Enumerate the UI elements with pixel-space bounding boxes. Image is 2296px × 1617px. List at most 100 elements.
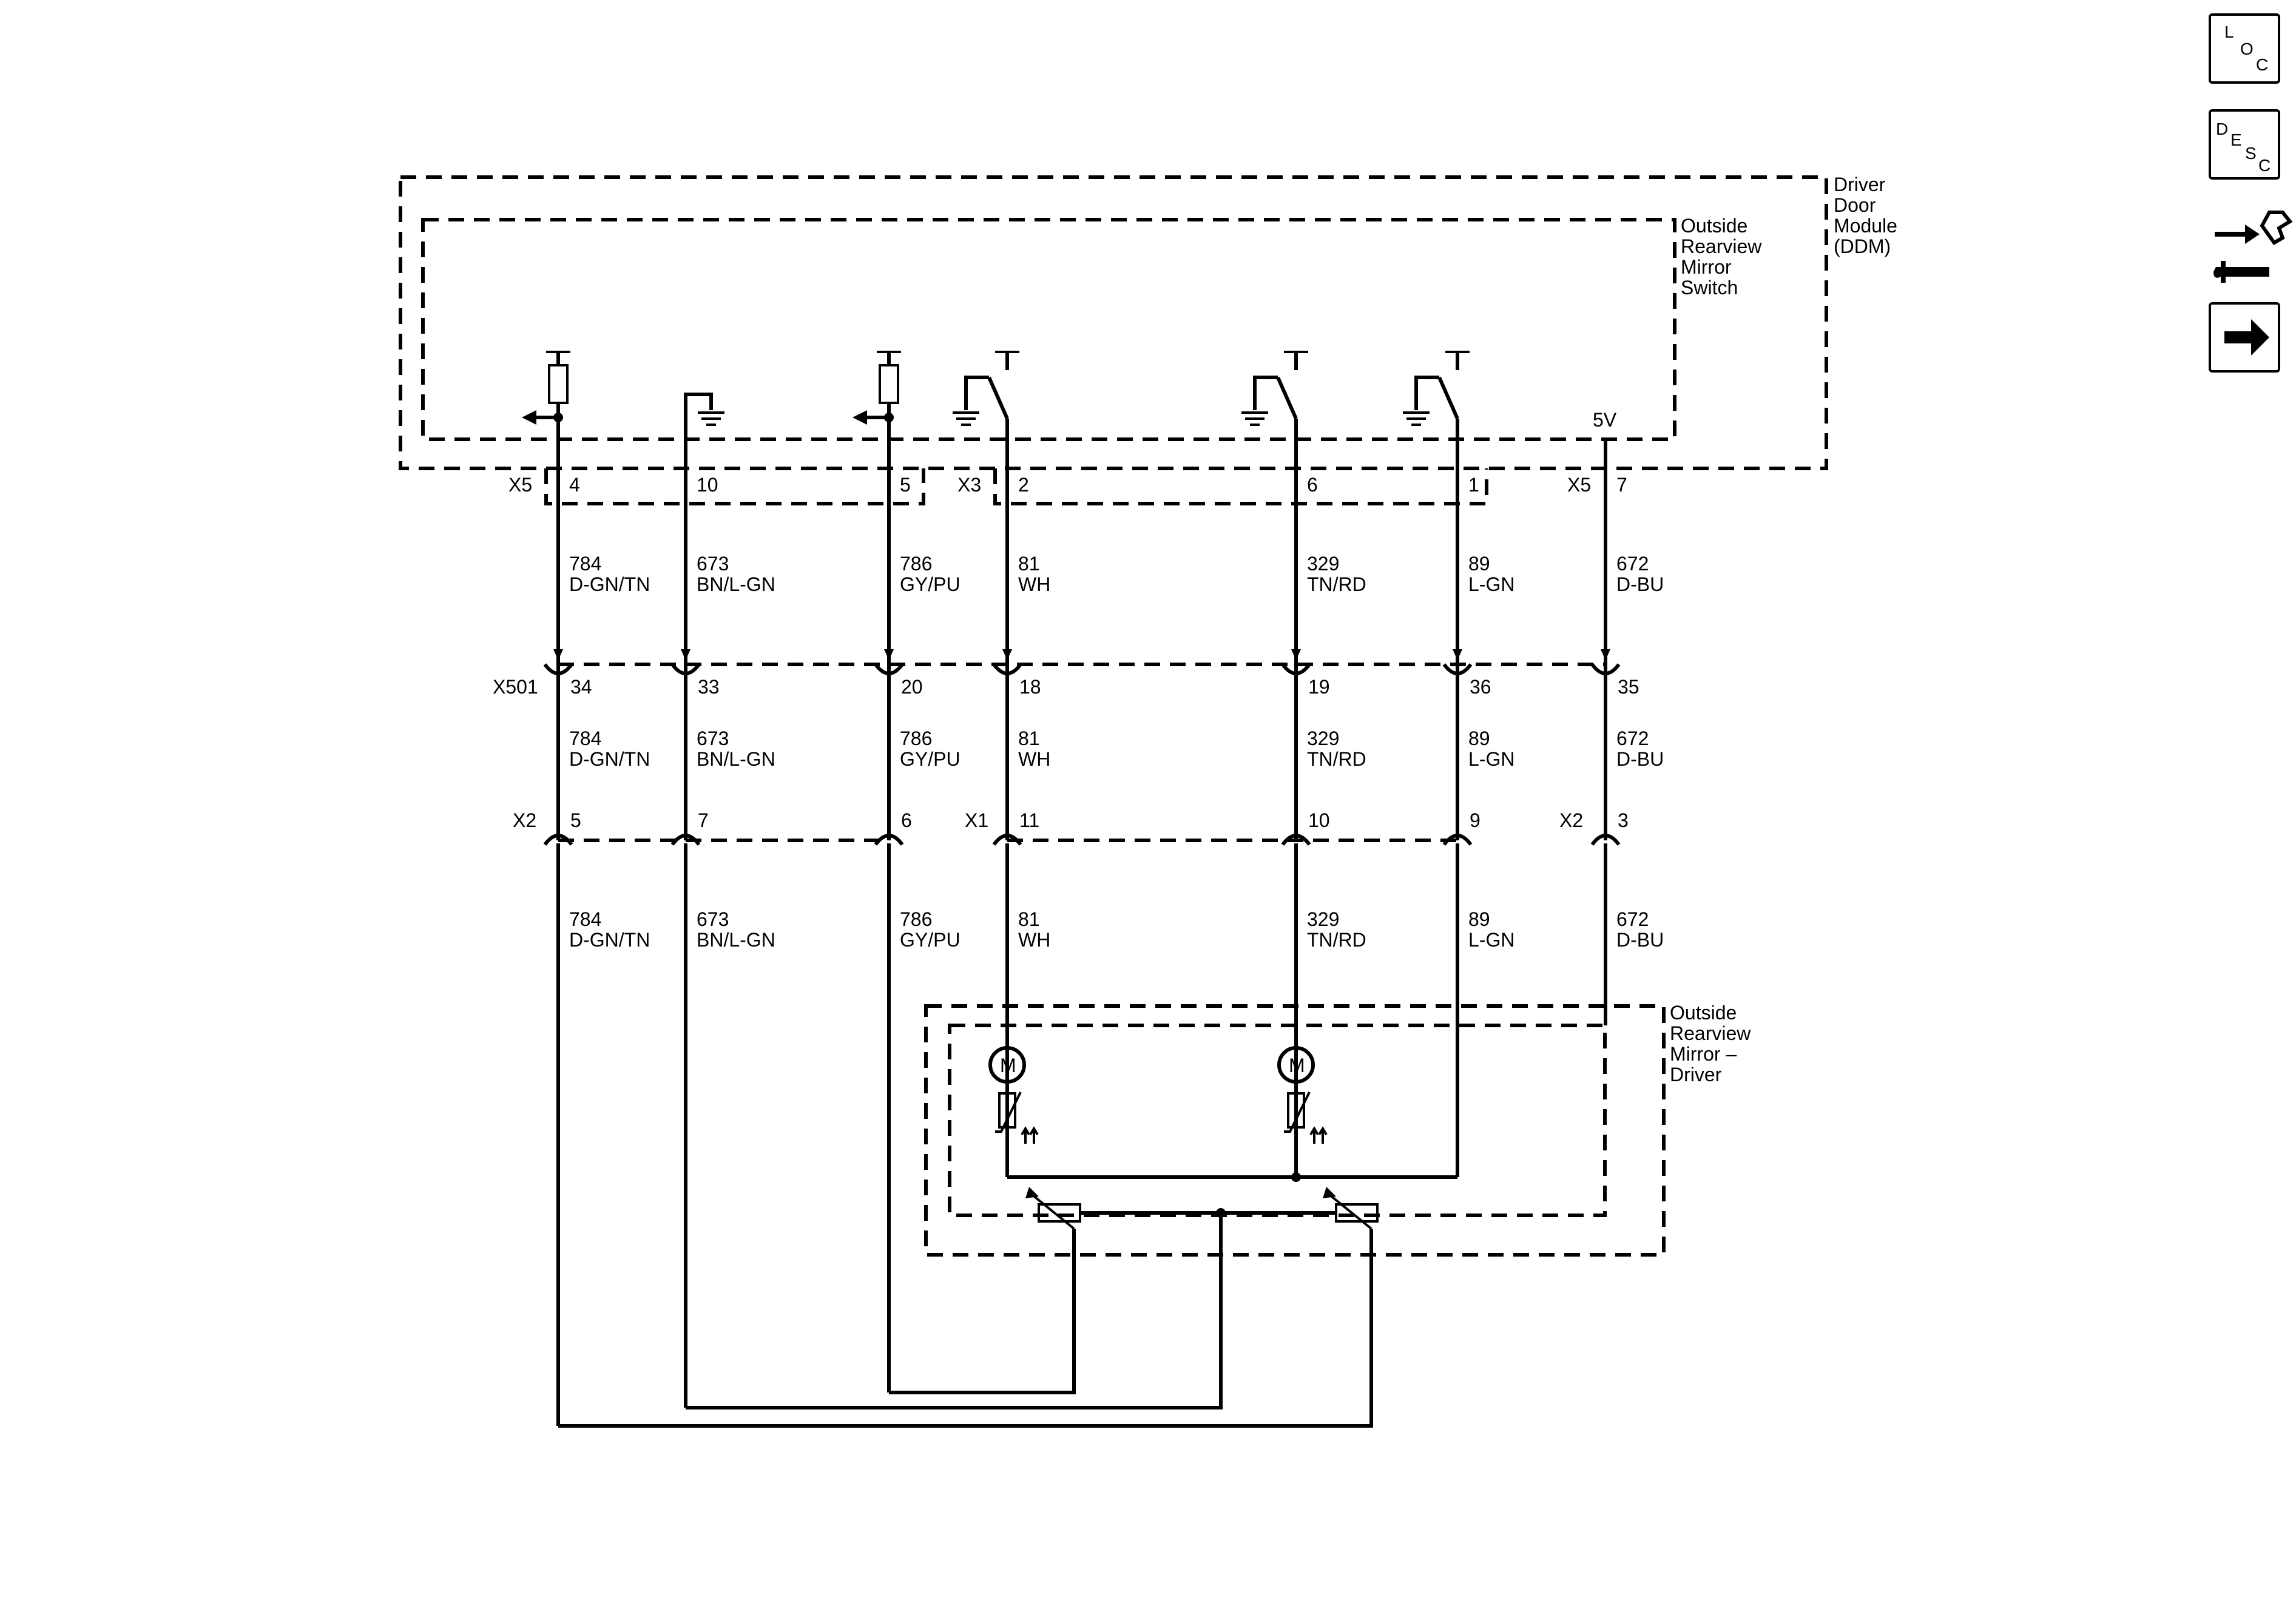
- svg-text:L: L: [2224, 22, 2234, 41]
- thermistor-2: [1284, 1092, 1328, 1144]
- circuit-number-label: 89: [1468, 727, 1490, 749]
- motor-2: M: [1277, 1046, 1315, 1084]
- circuit-number-label: 89: [1468, 908, 1490, 930]
- wire-color-label: BN/L-GN: [697, 929, 775, 951]
- desc-icon[interactable]: D E S C: [2209, 109, 2280, 180]
- connector-terminals: [543, 649, 1621, 846]
- bottom-pin-label: 6: [901, 809, 912, 831]
- connector-x5-left: X5: [508, 474, 532, 496]
- bottom-pin-label: 9: [1470, 809, 1481, 831]
- x501-pin-arrow: [553, 649, 563, 660]
- wire-color-label: TN/RD: [1307, 573, 1366, 595]
- mirror-switch-contact-1: [953, 351, 1019, 473]
- svg-text:M: M: [1000, 1055, 1016, 1076]
- x501-terminal: [1281, 663, 1311, 675]
- bottom-connector-terminal: [543, 834, 573, 846]
- ddm-pin-label: 5: [900, 474, 911, 496]
- circuit-number-label: 786: [900, 553, 932, 575]
- circuit-number-label: 672: [1616, 908, 1649, 930]
- x501-pin-label: 19: [1308, 676, 1330, 698]
- wire-color-label: D-BU: [1616, 748, 1664, 770]
- x501-pin-arrow: [1453, 649, 1462, 660]
- svg-text:E: E: [2230, 130, 2242, 149]
- connector-x501: X501: [493, 676, 538, 698]
- connector-x1: X1: [965, 809, 988, 831]
- circuit-labels: 4784D-GN/TN34784D-GN/TN5784D-GN/TN10673B…: [569, 474, 1664, 951]
- wire-color-label: TN/RD: [1307, 929, 1366, 951]
- connector-x3: X3: [957, 474, 981, 496]
- bottom-pin-label: 7: [698, 809, 709, 831]
- bottom-connector-terminal: [670, 834, 701, 846]
- circuit-number-label: 786: [900, 908, 932, 930]
- loc-icon[interactable]: L O C: [2209, 13, 2280, 84]
- circuit-number-label: 329: [1307, 727, 1339, 749]
- position-sensor-2: [1323, 1187, 1379, 1230]
- sensor-return-wires: [558, 1213, 1373, 1428]
- wire-color-label: BN/L-GN: [697, 748, 775, 770]
- x3-connector-outline: [993, 468, 1488, 505]
- wire-color-label: D-GN/TN: [569, 748, 650, 770]
- x5-connector-outline: [544, 468, 925, 505]
- switch-label: Outside Rearview Mirror Switch: [1681, 215, 1767, 299]
- ddm-pin-label: 2: [1018, 474, 1029, 496]
- ground-1: [684, 393, 724, 473]
- svg-text:S: S: [2245, 144, 2257, 163]
- ddm-pin-label: 4: [569, 474, 580, 496]
- bottom-pin-label: 5: [570, 809, 581, 831]
- wire-color-label: L-GN: [1468, 573, 1514, 595]
- ddm-pin-label: 10: [697, 474, 718, 496]
- circuit-number-label: 784: [569, 727, 601, 749]
- position-sensor-1: [1025, 1187, 1081, 1230]
- x501-terminal: [543, 663, 573, 675]
- circuit-number-label: 329: [1307, 908, 1339, 930]
- circuit-number-label: 784: [569, 908, 601, 930]
- x501-pin-arrow: [1002, 649, 1012, 660]
- motor-1: M: [988, 1046, 1026, 1084]
- x501-pin-label: 34: [570, 676, 592, 698]
- wire-color-label: GY/PU: [900, 929, 961, 951]
- circuit-number-label: 786: [900, 727, 932, 749]
- pullup-resistor-1: [522, 351, 570, 473]
- bottom-connector-terminal: [992, 834, 1022, 846]
- circuit-number-label: 673: [697, 908, 729, 930]
- mirror-switch-contact-2: [1241, 351, 1308, 473]
- circuit-number-label: 89: [1468, 553, 1490, 575]
- circuit-number-label: 672: [1616, 727, 1649, 749]
- x501-terminal: [874, 663, 904, 675]
- wire-color-label: TN/RD: [1307, 748, 1366, 770]
- bottom-pin-label: 10: [1308, 809, 1330, 831]
- wire-color-label: BN/L-GN: [697, 573, 775, 595]
- x501-pin-arrow: [1291, 649, 1301, 660]
- svg-text:C: C: [2256, 55, 2268, 74]
- ddm-pin-label: 6: [1307, 474, 1318, 496]
- x501-pin-arrow: [681, 649, 690, 660]
- connector-x2-left: X2: [513, 809, 536, 831]
- x501-pin-label: 20: [901, 676, 923, 698]
- circuit-number-label: 672: [1616, 553, 1649, 575]
- circuit-number-label: 673: [697, 553, 729, 575]
- x501-terminal: [1442, 663, 1473, 675]
- wire-color-label: WH: [1018, 929, 1050, 951]
- x501-pin-arrow: [884, 649, 894, 660]
- switch-boundary: [421, 218, 1676, 441]
- bottom-pin-label: 3: [1618, 809, 1629, 831]
- pullup-resistor-2: [853, 351, 901, 473]
- svg-text:O: O: [2240, 39, 2254, 58]
- wire-color-label: L-GN: [1468, 929, 1514, 951]
- mirror-inner-boundary: [948, 1024, 1607, 1217]
- x501-pin-label: 18: [1019, 676, 1041, 698]
- bottom-connector-terminal: [1281, 834, 1311, 846]
- next-arrow-icon[interactable]: [2209, 302, 2280, 373]
- ddm-pin-label: 7: [1616, 474, 1627, 496]
- x501-terminal: [992, 663, 1022, 675]
- ddm-label: Driver Door Module (DDM): [1834, 174, 1903, 257]
- connector-x2-right: X2: [1559, 809, 1583, 831]
- x501-pin-label: 36: [1470, 676, 1491, 698]
- wire-color-label: D-GN/TN: [569, 929, 650, 951]
- bottom-pin-label: 11: [1019, 809, 1039, 831]
- ddm-pin-label: 1: [1468, 474, 1479, 496]
- circuit-number-label: 81: [1018, 553, 1040, 575]
- svg-text:M: M: [1289, 1055, 1305, 1076]
- connector-repair-icon[interactable]: [2213, 211, 2293, 283]
